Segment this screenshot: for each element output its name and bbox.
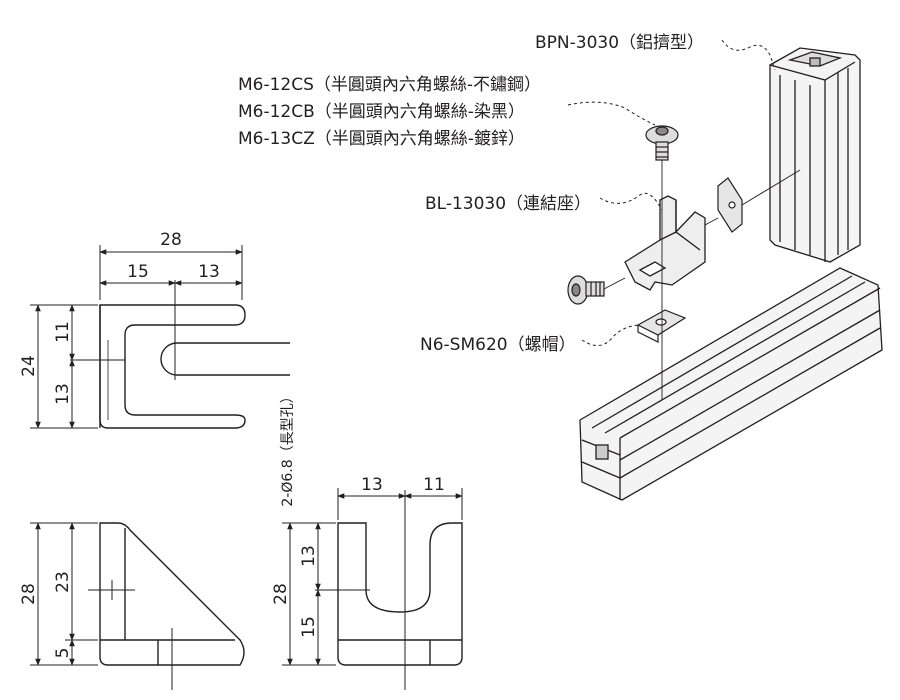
dim-top-left: 15: [127, 262, 149, 282]
leader-lines: [567, 39, 776, 346]
label-screw-cb: M6-12CB（半圓頭內六角螺絲-染黑）: [238, 102, 525, 122]
vertical-extrusion: [769, 47, 861, 263]
front-view: [315, 490, 463, 690]
label-screw-cs: M6-12CS（半圓頭內六角螺絲-不鏽鋼）: [238, 75, 542, 95]
dim-side-lower: 5: [53, 648, 73, 659]
dim-top-right: 13: [198, 262, 220, 282]
label-screw-cz: M6-13CZ（半圓頭內六角螺絲-鍍鋅）: [238, 129, 525, 149]
assembly-axes: [603, 160, 801, 400]
dim-front-right: 11: [423, 475, 445, 495]
tee-nut-n6: [636, 309, 687, 343]
dim-slot-note: 2-Ø6.8（長型孔）: [280, 389, 296, 506]
tee-nut-small: [717, 177, 743, 233]
dim-top-upper: 11: [53, 321, 73, 343]
side-view-dimensions: [30, 522, 98, 666]
dim-front-left: 13: [361, 475, 383, 495]
top-view-dimensions: [30, 245, 243, 429]
label-profile: BPN-3030（鋁擠型）: [535, 33, 705, 53]
front-view-dimensions: [282, 488, 463, 666]
dim-top-lower: 13: [53, 383, 73, 405]
side-view: [88, 522, 245, 690]
dim-side-height: 28: [19, 583, 39, 605]
label-nut: N6-SM620（螺帽）: [420, 335, 576, 355]
dim-top-height: 24: [19, 355, 39, 377]
dimension-labels: 28 15 13 24 11 13 2-Ø6.8（長型孔） 28 23 5 13…: [19, 230, 445, 658]
top-view: [70, 280, 290, 429]
dim-front-upper: 13: [299, 545, 319, 567]
bracket-bl13030: [624, 195, 706, 291]
dim-side-upper: 23: [53, 571, 73, 593]
dim-top-total: 28: [160, 230, 182, 250]
dim-front-height: 28: [271, 583, 291, 605]
screw-side: [567, 275, 605, 305]
dim-front-lower: 15: [299, 616, 319, 638]
screw-top: [645, 125, 679, 161]
horizontal-extrusion: [579, 267, 883, 501]
label-bracket: BL-13030（連結座）: [425, 194, 592, 214]
